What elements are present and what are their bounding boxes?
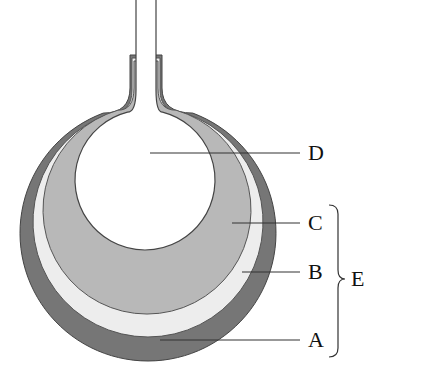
leader-line bbox=[160, 339, 300, 340]
cavity-d bbox=[75, 0, 215, 250]
cavity-outline bbox=[75, 0, 215, 250]
part-letter: B bbox=[308, 260, 323, 284]
leader-line bbox=[150, 152, 300, 153]
leader-line bbox=[232, 222, 300, 223]
part-letter: D bbox=[308, 141, 324, 165]
part-letter: C bbox=[308, 211, 323, 235]
part-letter: A bbox=[308, 328, 324, 352]
leader-line bbox=[242, 271, 300, 272]
curly-bracket bbox=[329, 205, 345, 357]
part-letter: E bbox=[351, 267, 364, 291]
